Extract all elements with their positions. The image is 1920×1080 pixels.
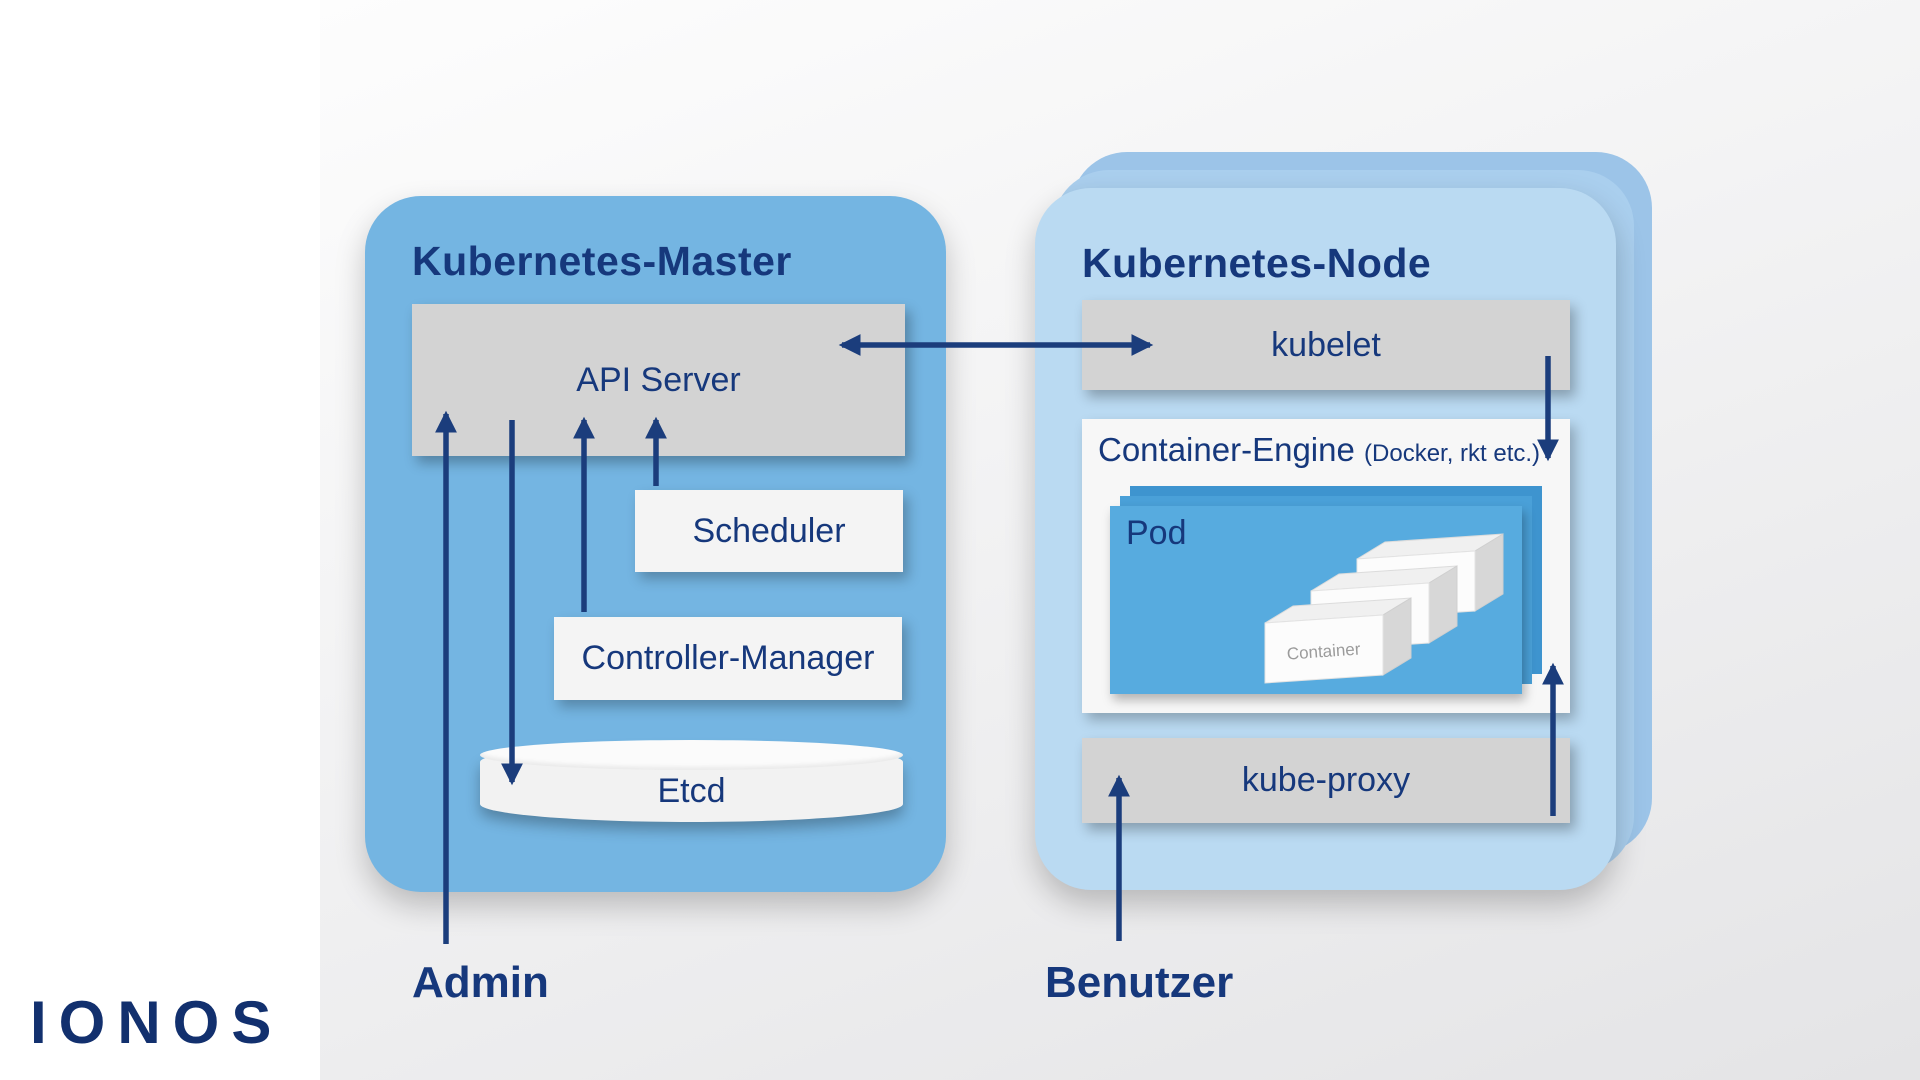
admin-label: Admin [412, 958, 549, 1007]
kubelet-label: kubelet [1271, 325, 1381, 364]
kubernetes-node-group: Kubernetes-Node kubelet Container-Engine… [1035, 188, 1616, 890]
pod-box: Pod [1110, 506, 1522, 694]
container-engine-box: Container-Engine (Docker, rkt etc.) Pod [1082, 419, 1570, 713]
ionos-logo: IONOS [30, 989, 284, 1056]
kubelet-box: kubelet [1082, 300, 1570, 390]
kube-proxy-box: kube-proxy [1082, 738, 1570, 823]
kube-proxy-label: kube-proxy [1241, 761, 1411, 799]
node-title: Kubernetes-Node [1082, 240, 1432, 286]
controller-manager-label: Controller-Manager [581, 639, 875, 677]
scheduler-label: Scheduler [692, 511, 846, 550]
pod-label: Pod [1126, 514, 1187, 552]
api-server-box: API Server [412, 304, 905, 456]
controller-manager-box: Controller-Manager [554, 617, 902, 700]
container-engine-title: Container-Engine (Docker, rkt etc.) [1098, 431, 1540, 469]
scheduler-box: Scheduler [635, 490, 903, 572]
etcd-cylinder: Etcd [480, 740, 903, 822]
etcd-cylinder-top [480, 740, 903, 770]
api-server-label: API Server [576, 360, 741, 399]
master-title: Kubernetes-Master [412, 238, 792, 284]
container-box-front: Container [1264, 597, 1412, 684]
container-3d-boxes: Container [1264, 533, 1504, 684]
container-engine-label: Container-Engine [1098, 431, 1355, 468]
kubernetes-master-group: Kubernetes-Master API Server Scheduler C… [365, 196, 946, 892]
etcd-label: Etcd [657, 772, 726, 810]
container-engine-sublabel: (Docker, rkt etc.) [1364, 440, 1541, 467]
benutzer-label: Benutzer [1045, 958, 1234, 1007]
